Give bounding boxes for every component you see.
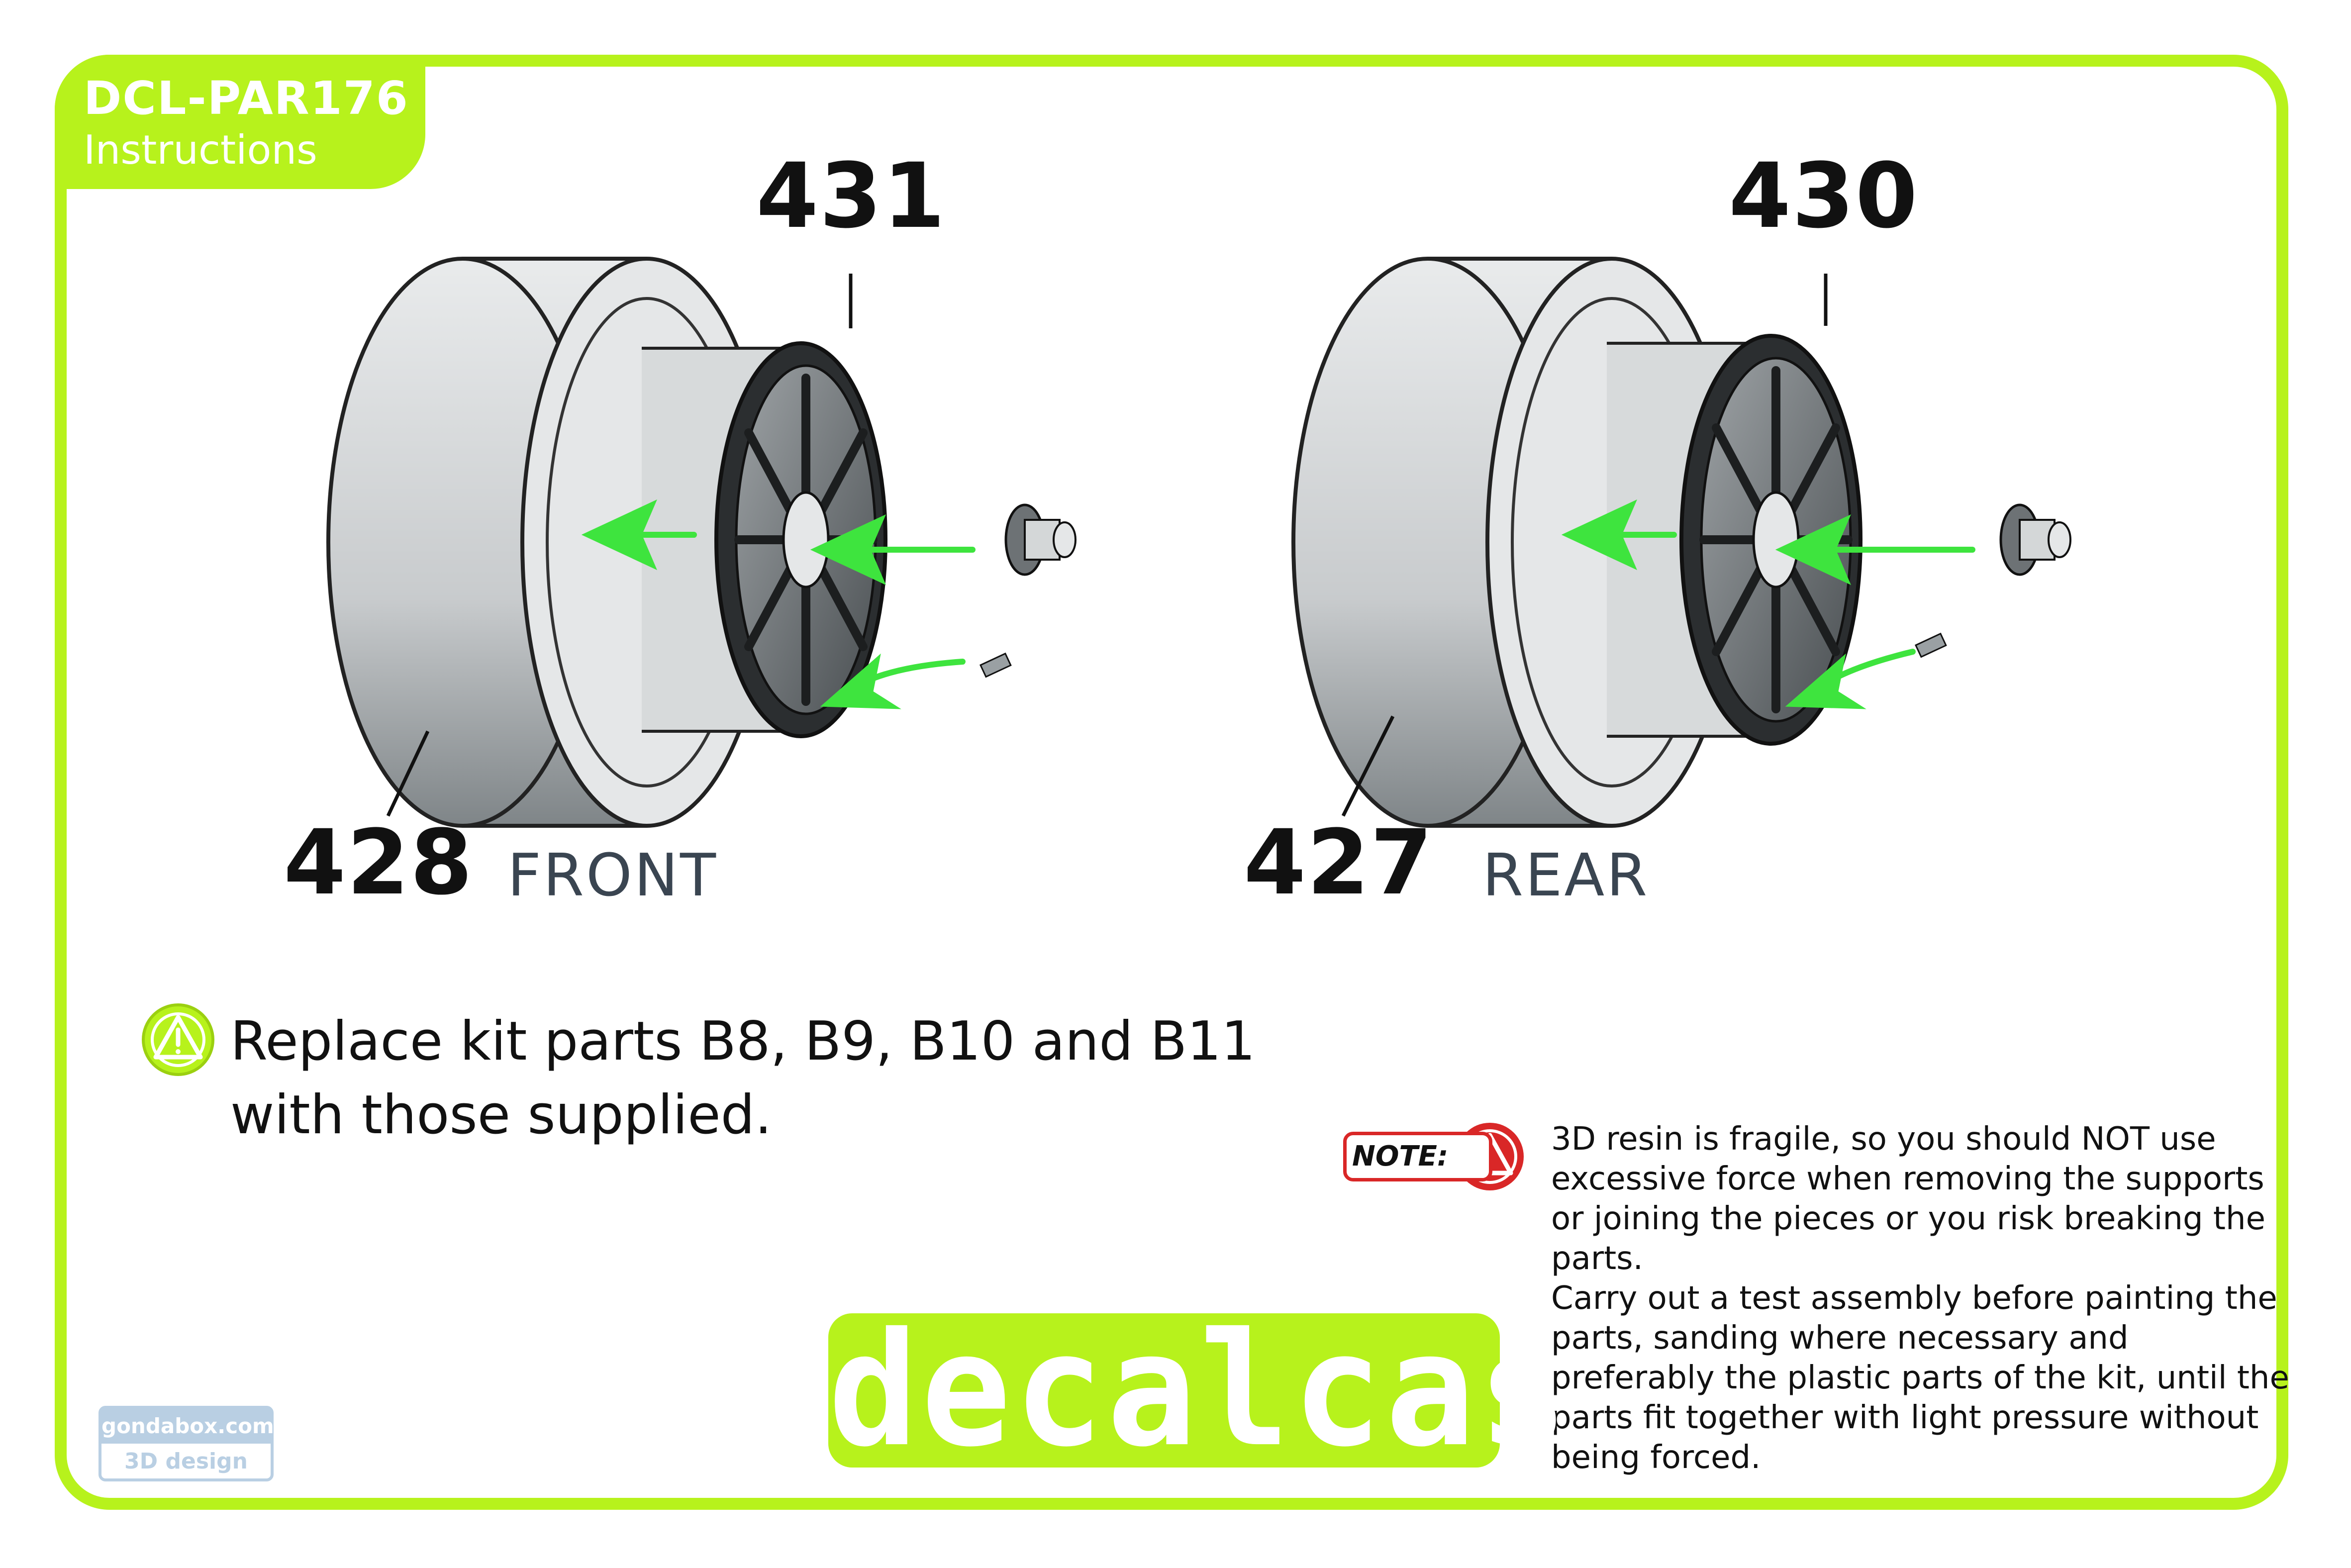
note-paragraph-1: 3D resin is fragile, so you should NOT u…	[1551, 1121, 2265, 1277]
front-wheel	[326, 257, 1077, 828]
part-number-front-tire: 428	[284, 811, 474, 915]
rear-wheel	[1291, 257, 2071, 828]
brand-logo: decalcas	[828, 1309, 1568, 1471]
part-number-rear-rim: 430	[1729, 144, 1919, 248]
note-badge: NOTE:	[1343, 1127, 1522, 1186]
warning-icon	[142, 1003, 214, 1076]
credit-tag: 3D design	[124, 1449, 248, 1474]
product-code: DCL-PAR176	[84, 72, 409, 125]
credit-badge: gondabox.com 3D design	[98, 1406, 274, 1481]
brand-logo-box	[828, 1313, 1500, 1468]
page-frame	[55, 55, 2288, 1510]
instruction-line-2: with those supplied.	[230, 1084, 772, 1146]
header-tab: DCL-PAR176 Instructions	[55, 55, 425, 189]
instruction-text: Replace kit parts B8, B9, B10 and B11 wi…	[230, 1005, 1374, 1152]
part-number-front-rim: 431	[756, 144, 946, 248]
part-number-rear-tire: 427	[1244, 811, 1434, 915]
rear-label: REAR	[1482, 841, 1650, 909]
header-subtitle: Instructions	[84, 127, 317, 173]
instruction-line-1: Replace kit parts B8, B9, B10 and B11	[230, 1010, 1256, 1073]
credit-site: gondabox.com	[101, 1409, 274, 1444]
note-badge-label: NOTE:	[1352, 1140, 1449, 1173]
brand-logo-text: decalcas	[828, 1299, 1571, 1481]
note-badge-box	[1343, 1132, 1492, 1181]
note-text: 3D resin is fragile, so you should NOT u…	[1551, 1119, 2297, 1477]
front-label: FRONT	[507, 841, 718, 909]
note-paragraph-2: Carry out a test assembly before paintin…	[1551, 1280, 2289, 1476]
